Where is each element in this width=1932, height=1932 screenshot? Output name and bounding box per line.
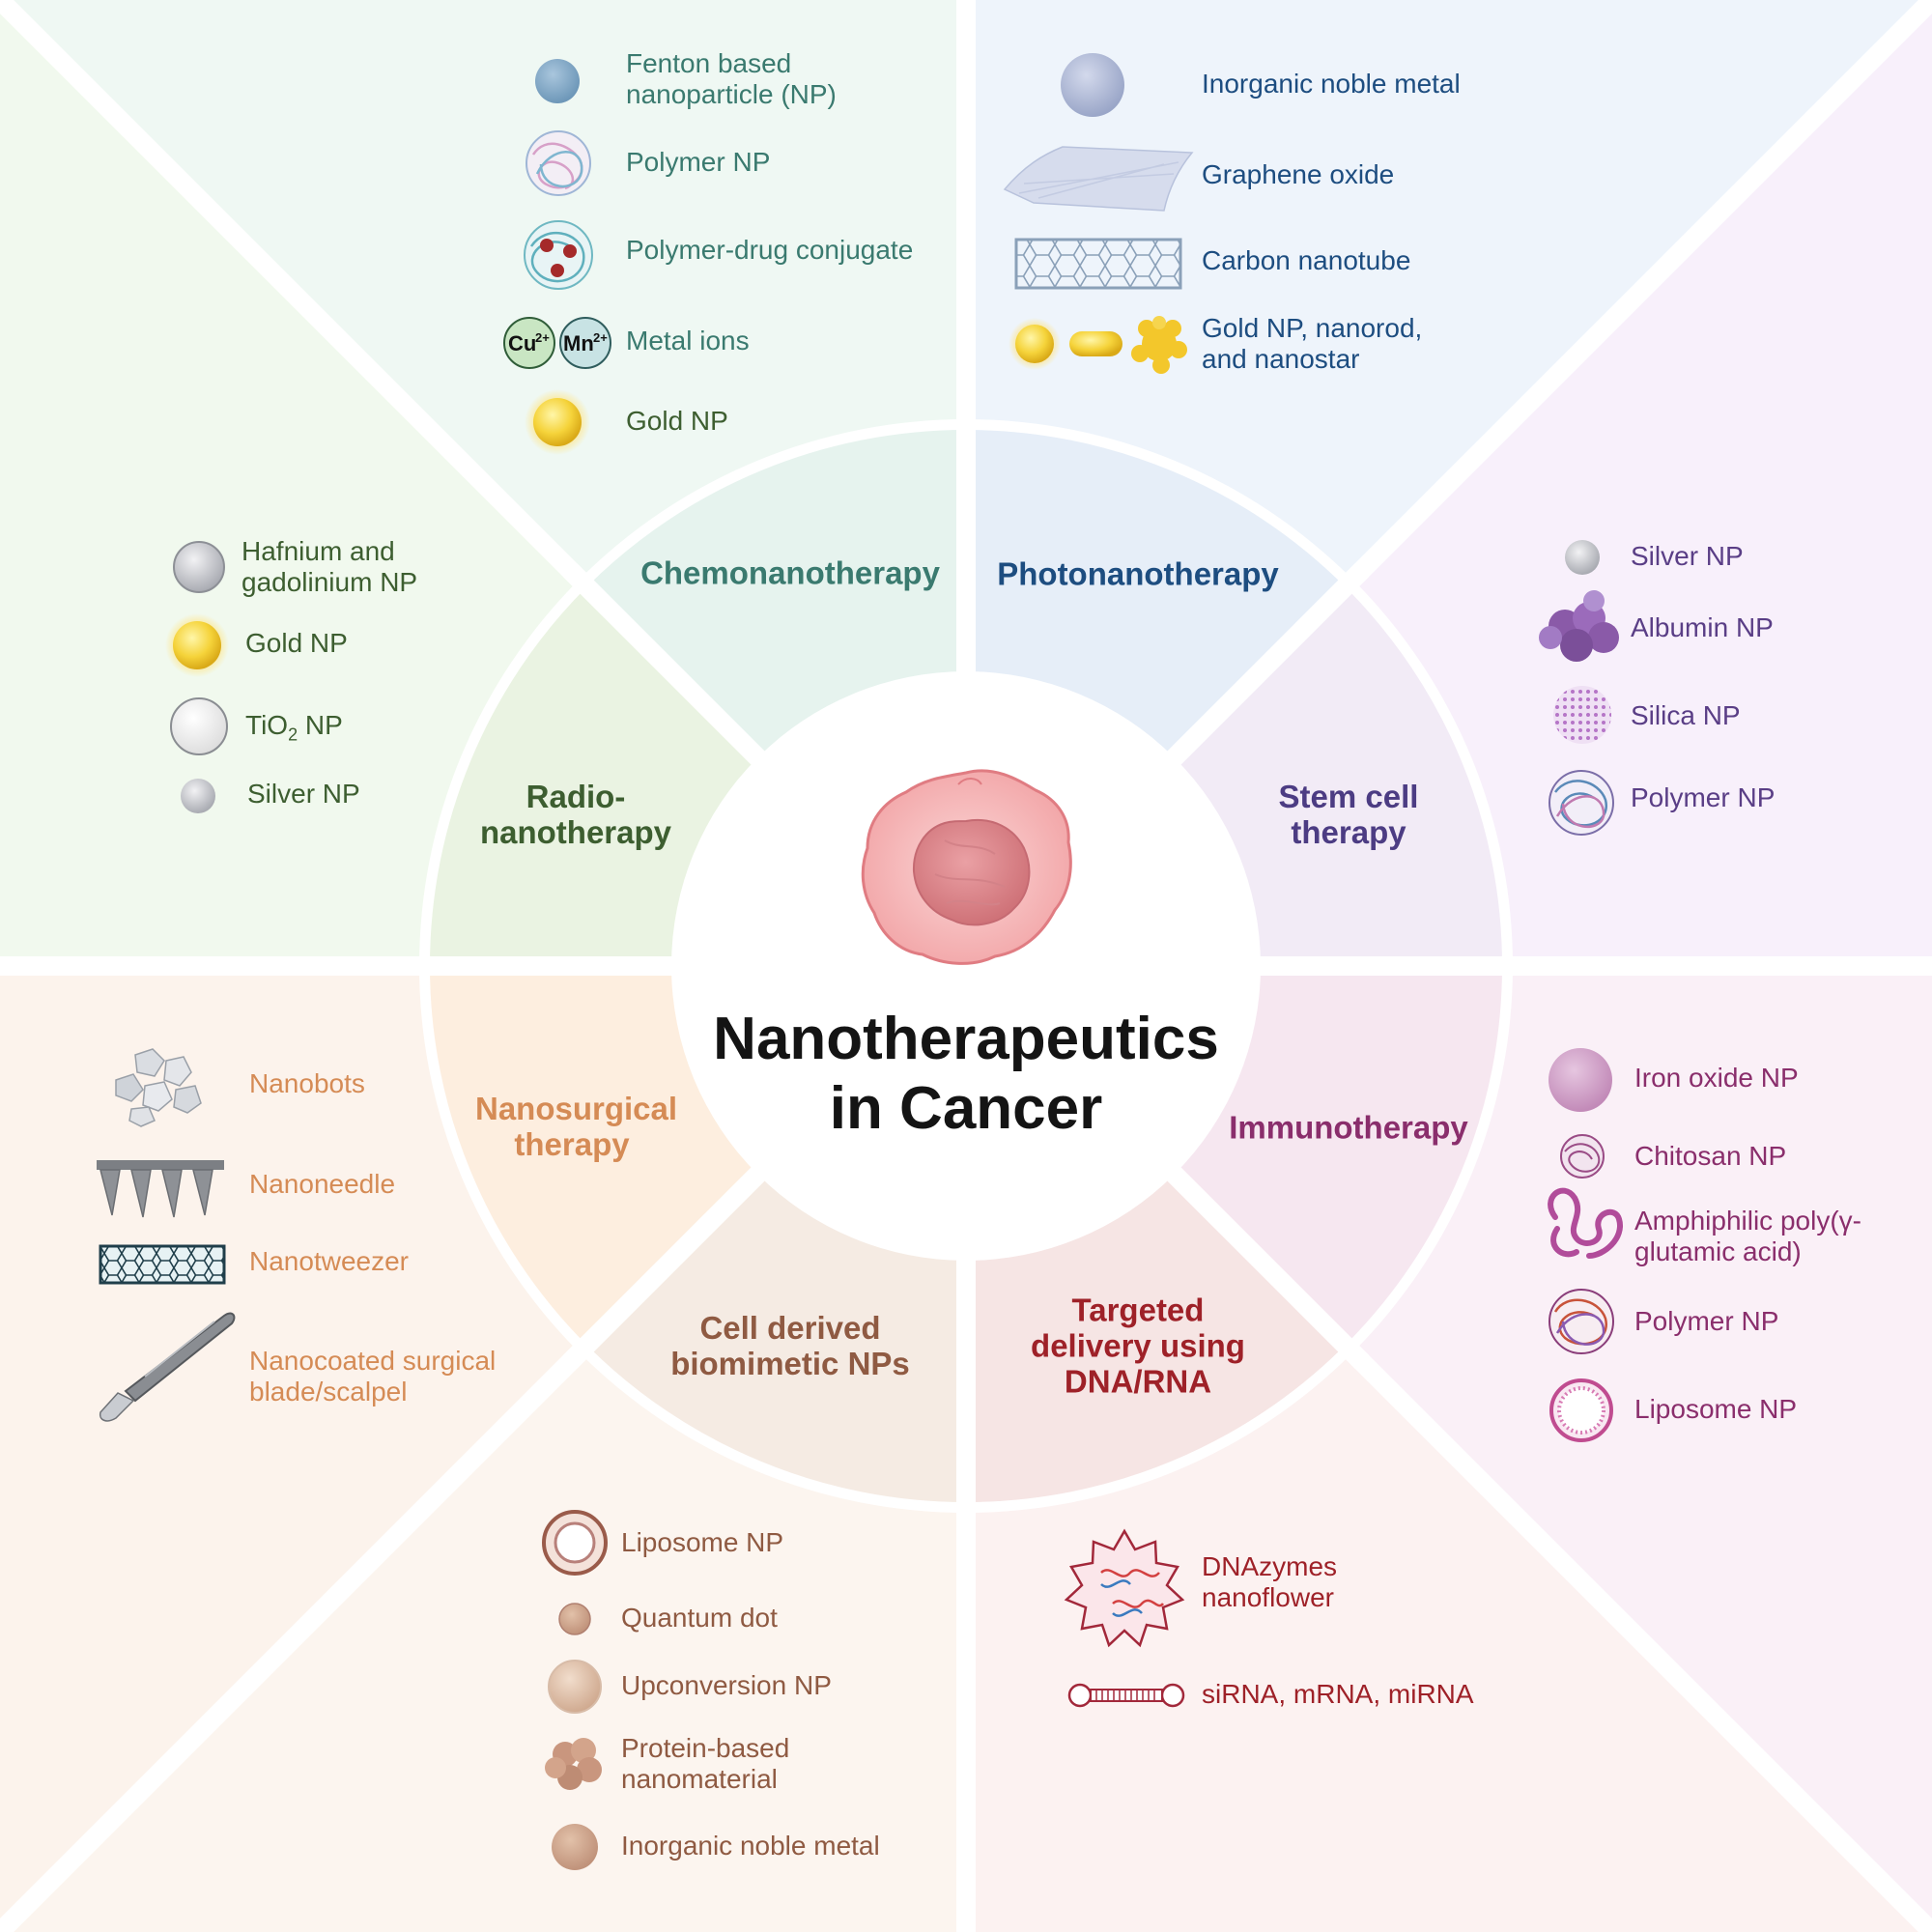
- segment-title-immuno: Immunotherapy: [1229, 1109, 1468, 1146]
- radio-item-label: Gold NP: [245, 628, 348, 658]
- nanobots-icon: [115, 1048, 202, 1127]
- immuno-icons: [1548, 1048, 1623, 1442]
- dna-item-label: siRNA, mRNA, miRNA: [1202, 1679, 1474, 1709]
- cancer-cell-icon: [861, 769, 1072, 965]
- photo-item-label: Graphene oxide: [1202, 159, 1395, 189]
- surgical-item-label: Nanobots: [249, 1068, 365, 1098]
- silver-np-radio-icon: [181, 779, 215, 813]
- cell-icons: [542, 1510, 608, 1870]
- chemo-item-label: Polymer NP: [626, 147, 771, 177]
- iron-oxide-np-icon: [1548, 1048, 1612, 1112]
- svg-text:2+: 2+: [535, 330, 550, 345]
- radio-item-label: Hafnium and gadolinium NP: [242, 536, 418, 597]
- surgical-item-label: Nanocoated surgical blade/scalpel: [249, 1346, 497, 1406]
- photo-item-label: Carbon nanotube: [1202, 245, 1411, 275]
- svg-text:2+: 2+: [593, 330, 608, 345]
- gold-np-icon: [533, 398, 582, 446]
- segment-title-stem: Stem cell therapy: [1278, 779, 1419, 850]
- gold-np-radio-icon: [173, 621, 221, 669]
- segment-title-surgical: Nanosurgical therapy: [475, 1091, 678, 1162]
- surgical-item-label: Nanotweezer: [249, 1246, 409, 1276]
- upconversion-np-icon: [548, 1660, 602, 1714]
- polyglutamic-acid-icon: [1548, 1187, 1623, 1259]
- chemo-icons: Cu 2+ Mn 2+: [503, 59, 611, 455]
- surgical-item-label: Nanoneedle: [249, 1169, 396, 1199]
- carbon-nanotube-icon: [1014, 238, 1182, 290]
- fenton-np-icon: [535, 59, 580, 103]
- cell-item-label: Inorganic noble metal: [621, 1831, 880, 1861]
- stem-item-label: Silver NP: [1631, 541, 1744, 571]
- surgical-icons: [97, 1048, 236, 1422]
- nanoneedle-icon: [97, 1160, 224, 1218]
- segment-title-chemo: Chemonanotherapy: [640, 554, 940, 591]
- polymer-np-icon: [526, 130, 591, 196]
- gold-nanostar-icon: [1131, 316, 1187, 374]
- segment-title-photo: Photonanotherapy: [997, 555, 1279, 592]
- segment-title-radio: Radio-nanotherapy: [479, 779, 672, 850]
- stem-item-label: Polymer NP: [1631, 782, 1776, 812]
- tio2-np-icon: [170, 697, 228, 755]
- manganese-ion-label: Mn: [563, 331, 594, 355]
- chemo-item-label: Metal ions: [626, 326, 750, 355]
- chemo-item-label: Fenton based nanoparticle (NP): [626, 48, 837, 109]
- photo-item-label: Gold NP, nanorod, and nanostar: [1202, 313, 1423, 374]
- albumin-np-icon: [1539, 590, 1619, 662]
- polymer-np-stem-icon: [1548, 770, 1614, 836]
- stem-item-label: Albumin NP: [1631, 612, 1774, 642]
- sirna-icon: [1067, 1683, 1185, 1708]
- radio-item-label: TiO2 NP: [245, 710, 343, 745]
- radio-item-label: Silver NP: [247, 779, 360, 809]
- center-title: Nanotherapeutics in Cancer: [713, 1006, 1219, 1142]
- stem-icons: [1539, 540, 1619, 836]
- immuno-item-label: Iron oxide NP: [1634, 1063, 1799, 1093]
- polymer-drug-conjugate-icon: [524, 220, 593, 290]
- protein-nanomaterial-icon: [545, 1738, 602, 1790]
- gold-nanorod-icon: [1069, 331, 1122, 356]
- inorganic-noble-metal-cell-icon: [552, 1824, 598, 1870]
- cell-item-label: Liposome NP: [621, 1527, 784, 1557]
- stem-item-label: Silica NP: [1631, 700, 1741, 730]
- radio-icons: [165, 541, 229, 813]
- silver-np-icon: [1565, 540, 1600, 575]
- photo-item-label: Inorganic noble metal: [1202, 69, 1461, 99]
- immuno-item-label: Polymer NP: [1634, 1306, 1779, 1336]
- scalpel-icon: [99, 1312, 236, 1422]
- chemo-item-label: Polymer-drug conjugate: [626, 235, 914, 265]
- liposome-np-cell-icon: [542, 1510, 608, 1576]
- metal-ions-icon: Cu 2+ Mn 2+: [503, 317, 611, 369]
- immuno-item-label: Chitosan NP: [1634, 1141, 1787, 1171]
- immuno-item-label: Liposome NP: [1634, 1394, 1798, 1424]
- cell-item-label: Quantum dot: [621, 1603, 778, 1633]
- noble-metal-icon: [1061, 53, 1124, 117]
- immuno-item-label: Amphiphilic poly(γ-glutamic acid): [1634, 1206, 1861, 1266]
- dnazyme-nanoflower-icon: [1064, 1528, 1185, 1648]
- segment-title-dna: Targeted delivery using DNA/RNA: [1031, 1292, 1245, 1400]
- liposome-np-immuno-icon: [1549, 1378, 1613, 1442]
- gold-np-small-icon: [1015, 325, 1054, 363]
- dna-item-label: DNAzymes nanoflower: [1202, 1551, 1338, 1612]
- hafnium-np-icon: [173, 541, 225, 593]
- copper-ion-label: Cu: [508, 331, 536, 355]
- cell-item-label: Protein-based nanomaterial: [621, 1733, 790, 1794]
- chemo-item-label: Gold NP: [626, 406, 728, 436]
- quantum-dot-icon: [558, 1603, 591, 1635]
- cell-item-label: Upconversion NP: [621, 1670, 832, 1700]
- polymer-np-immuno-icon: [1548, 1289, 1614, 1354]
- chitosan-np-icon: [1560, 1134, 1605, 1179]
- therapy-ring: [406, 406, 1526, 1526]
- segment-title-cell: Cell derived biomimetic NPs: [670, 1310, 910, 1381]
- dna-icons: [1064, 1528, 1185, 1708]
- photo-icons: [1003, 53, 1194, 374]
